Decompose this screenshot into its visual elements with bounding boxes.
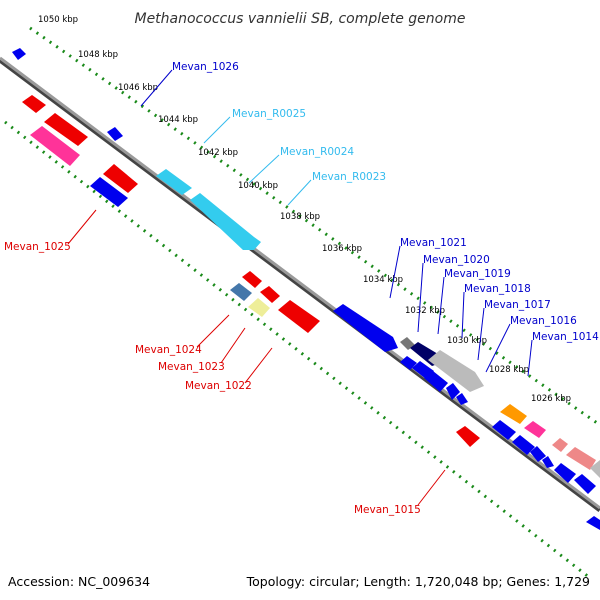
tick-label: 1032 kbp [405, 306, 445, 316]
gene-label-mevan-1014: Mevan_1014 [532, 331, 599, 343]
gene-block[interactable] [44, 113, 88, 146]
tick-label: 1030 kbp [447, 336, 487, 346]
callout-line [287, 179, 312, 206]
gene-block[interactable] [456, 393, 468, 405]
lower-tick-track [4, 120, 591, 580]
reverse-genes [22, 95, 600, 530]
tick-label: 1036 kbp [322, 244, 362, 254]
gene-label-mevan-1021: Mevan_1021 [400, 237, 467, 249]
gene-block[interactable] [586, 516, 600, 530]
tick-label: 1044 kbp [158, 115, 198, 125]
gene-block[interactable] [530, 446, 546, 462]
gene-block[interactable] [428, 350, 484, 392]
gene-label-mevan-1025: Mevan_1025 [4, 241, 71, 253]
tick-label: 1048 kbp [78, 50, 118, 60]
tick-label: 1040 kbp [238, 181, 278, 191]
gene-block[interactable] [400, 356, 417, 370]
callout-line [220, 327, 246, 364]
callout-line [485, 323, 511, 373]
gene-block[interactable] [552, 438, 568, 452]
gene-block[interactable] [500, 404, 527, 424]
forward-genes [12, 48, 600, 478]
gene-label-mevan-1026: Mevan_1026 [172, 61, 239, 73]
gene-block[interactable] [542, 456, 554, 468]
gene-label-mevan-1023: Mevan_1023 [158, 361, 225, 373]
gene-block[interactable] [248, 298, 270, 317]
callout-line [248, 154, 280, 184]
gene-block[interactable] [30, 126, 80, 166]
callout-line [461, 291, 465, 339]
tick-label: 1046 kbp [118, 83, 158, 93]
gene-block[interactable] [22, 95, 46, 113]
gene-block[interactable] [456, 426, 480, 447]
gene-block[interactable] [333, 304, 398, 352]
gene-block[interactable] [260, 286, 280, 303]
gene-label-mevan-r0025: Mevan_R0025 [232, 108, 306, 120]
callout-line [67, 209, 97, 245]
gene-label-mevan-1022: Mevan_1022 [185, 380, 252, 392]
gene-block[interactable] [574, 474, 596, 494]
callout-line [417, 262, 424, 333]
genome-summary-text: Topology: circular; Length: 1,720,048 bp… [246, 574, 590, 589]
gene-block[interactable] [424, 371, 448, 392]
callout-line [527, 339, 533, 377]
gene-label-mevan-1017: Mevan_1017 [484, 299, 551, 311]
gene-label-mevan-r0023: Mevan_R0023 [312, 171, 386, 183]
gene-label-mevan-1024: Mevan_1024 [135, 344, 202, 356]
gene-block[interactable] [90, 177, 128, 207]
tick-label: 1050 kbp [38, 15, 78, 25]
tick-label: 1034 kbp [363, 275, 403, 285]
gene-block[interactable] [156, 169, 192, 195]
gene-block[interactable] [400, 337, 415, 350]
gene-block[interactable] [103, 164, 138, 193]
accession-text: Accession: NC_009634 [8, 574, 150, 589]
genome-backbone-shadow [0, 58, 600, 512]
callout-line [140, 69, 173, 107]
callout-line [244, 347, 273, 384]
callout-line [477, 307, 485, 361]
gene-label-mevan-1015: Mevan_1015 [354, 504, 421, 516]
gene-label-mevan-r0024: Mevan_R0024 [280, 146, 354, 158]
tick-label: 1026 kbp [531, 394, 571, 404]
gene-block[interactable] [524, 421, 546, 438]
map-title: Methanococcus vannielii SB, complete gen… [134, 11, 465, 27]
callout-line [203, 116, 231, 144]
callout-line [196, 314, 230, 348]
callout-line [417, 469, 446, 506]
gene-label-mevan-1018: Mevan_1018 [464, 283, 531, 295]
gene-block[interactable] [12, 48, 26, 60]
gene-block[interactable] [242, 271, 262, 288]
tick-label: 1038 kbp [280, 212, 320, 222]
callout-line [389, 245, 401, 299]
gene-block[interactable] [512, 435, 535, 455]
gene-block[interactable] [278, 300, 320, 333]
gene-block[interactable] [566, 447, 596, 470]
gene-label-mevan-1016: Mevan_1016 [510, 315, 577, 327]
gene-label-mevan-1019: Mevan_1019 [444, 268, 511, 280]
gene-block[interactable] [107, 127, 123, 141]
gene-block[interactable] [190, 193, 261, 250]
tick-label: 1028 kbp [489, 365, 529, 375]
gene-block[interactable] [554, 463, 576, 483]
gene-block[interactable] [590, 460, 600, 478]
gene-block[interactable] [230, 283, 252, 301]
callout-line [437, 276, 445, 335]
tick-label: 1042 kbp [198, 148, 238, 158]
gene-label-mevan-1020: Mevan_1020 [423, 254, 490, 266]
gene-block[interactable] [492, 420, 516, 440]
gene-block[interactable] [446, 383, 460, 400]
